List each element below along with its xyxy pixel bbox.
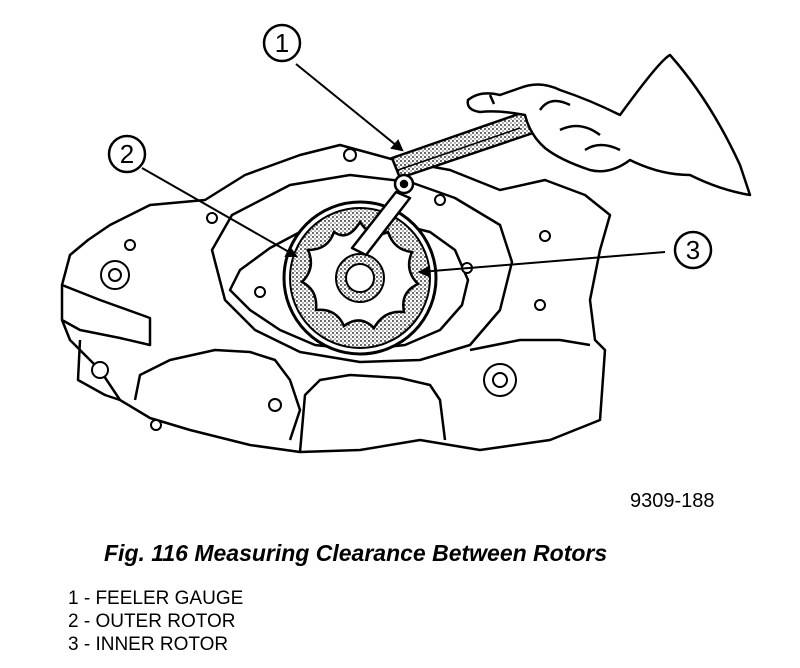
figure-id: 9309-188 xyxy=(630,490,715,512)
legend-item: 2 - OUTER ROTOR xyxy=(68,611,236,632)
leader-lines xyxy=(141,63,666,278)
callout-2: 2 xyxy=(107,134,147,174)
figure-caption: Fig. 116 Measuring Clearance Between Rot… xyxy=(104,540,608,566)
hand xyxy=(466,53,752,197)
bolt-holes xyxy=(91,148,551,431)
svg-text:2: 2 xyxy=(120,139,134,169)
inner-rotor xyxy=(299,219,421,331)
legend: 1 - FEELER GAUGE 2 - OUTER ROTOR 3 - INN… xyxy=(68,587,243,656)
feeler-gauge xyxy=(350,108,544,257)
svg-text:3: 3 xyxy=(686,235,700,265)
oil-pump-illustration: 1 2 3 xyxy=(60,23,752,454)
callout-1: 1 xyxy=(262,23,302,63)
legend-item: 3 - INNER ROTOR xyxy=(68,634,229,655)
callout-3: 3 xyxy=(673,230,713,270)
svg-text:1: 1 xyxy=(275,28,289,58)
legend-item: 1 - FEELER GAUGE xyxy=(68,588,244,609)
